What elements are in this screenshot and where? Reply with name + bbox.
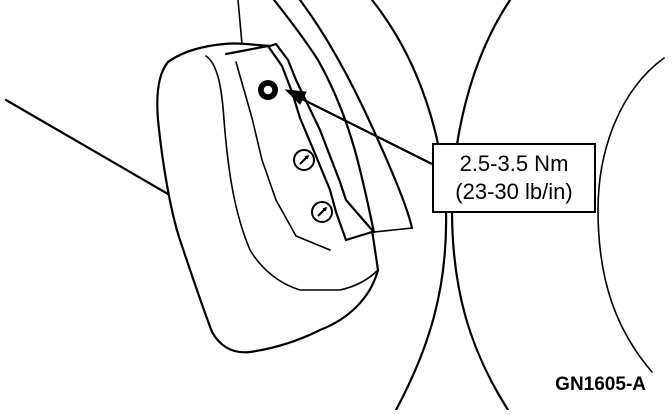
callout-arrow <box>284 89 433 165</box>
mounting-bracket <box>224 44 374 242</box>
screw-lower <box>311 201 333 223</box>
tire-inner-rim <box>597 57 665 373</box>
body-upper-line <box>237 0 243 45</box>
wheel-arch <box>272 0 376 234</box>
fender-lip <box>373 227 413 233</box>
mud-flap-inner-edge <box>205 55 379 291</box>
mounting-bracket-inner <box>235 61 331 251</box>
screw-middle <box>293 149 315 171</box>
body-panel-edge <box>4 98 170 196</box>
figure-id: GN1605-A <box>555 374 646 395</box>
torque-callout: 2.5-3.5 Nm (23-30 lb/in) <box>432 143 596 213</box>
torque-imperial: (23-30 lb/in) <box>455 179 573 204</box>
wheel-arch-inner <box>298 0 414 230</box>
torque-metric: 2.5-3.5 Nm <box>459 151 569 176</box>
mud-flap-outline <box>156 42 380 354</box>
torque-bolt <box>258 80 278 100</box>
